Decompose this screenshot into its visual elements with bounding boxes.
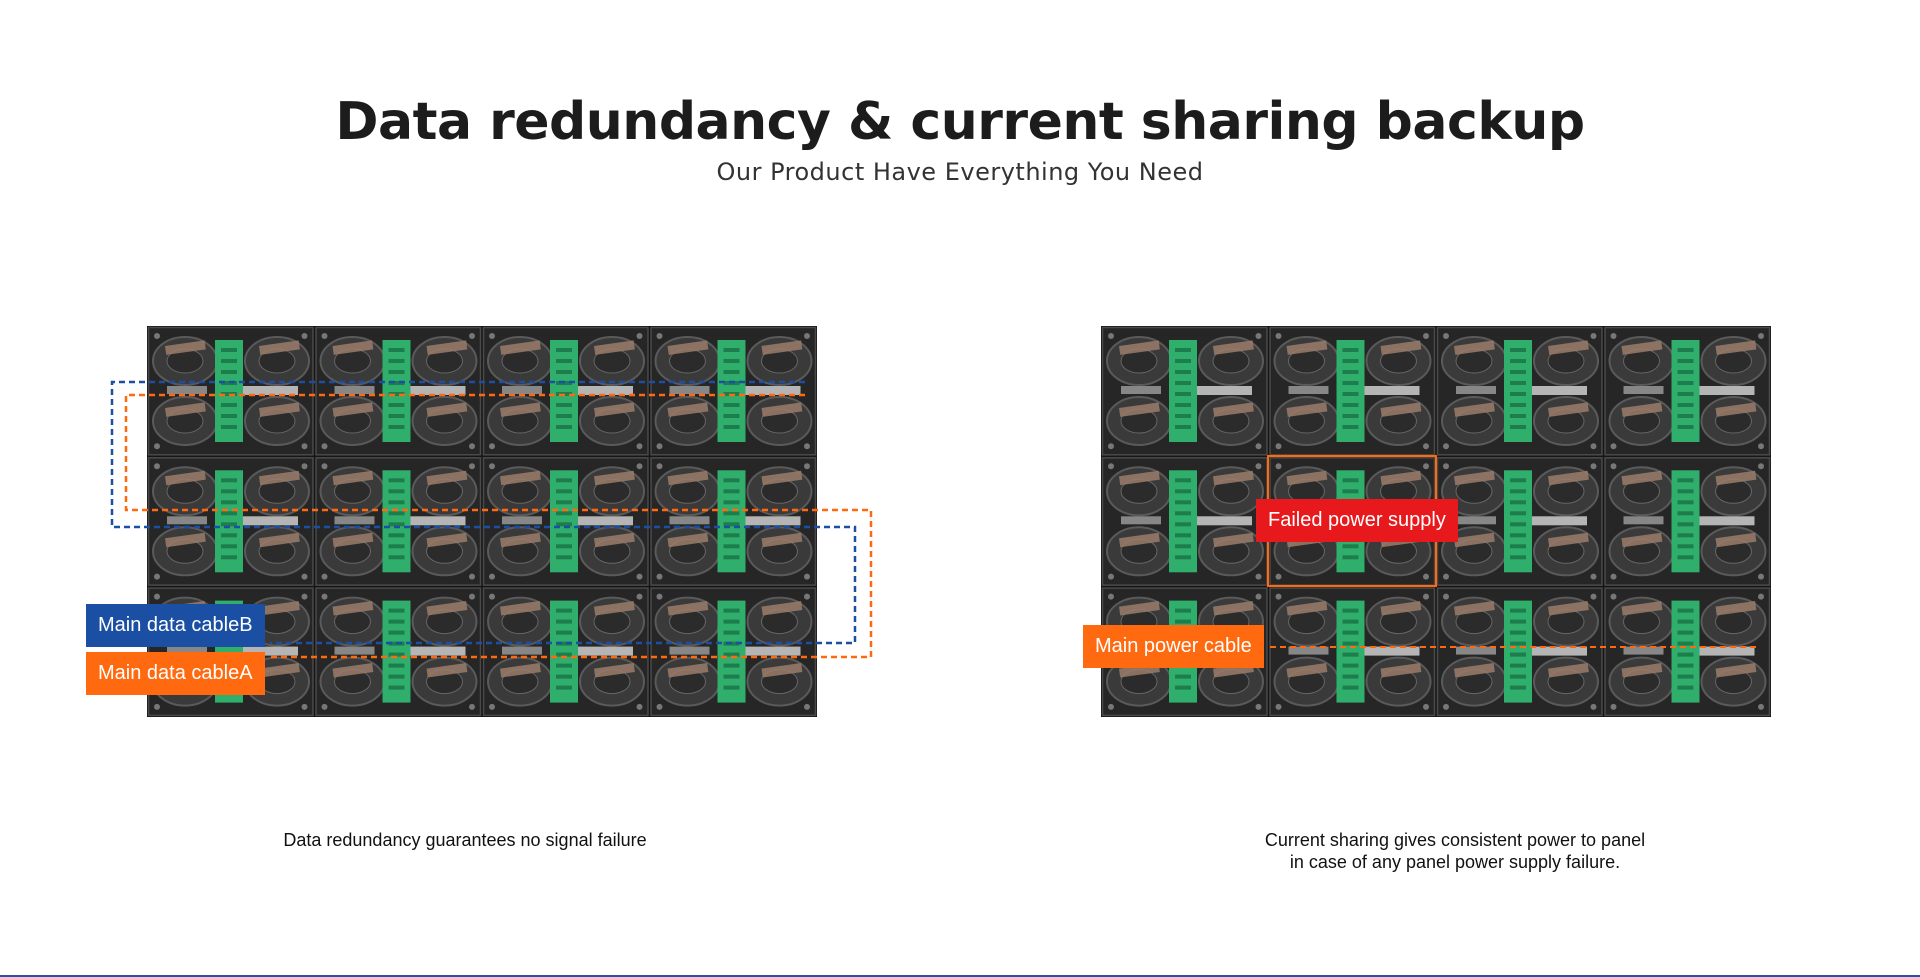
label-main-data-cable-b: Main data cableB — [86, 604, 265, 647]
label-main-power-cable: Main power cable — [1083, 625, 1264, 668]
bottom-divider — [0, 975, 1920, 977]
led-cabinet — [1269, 587, 1436, 717]
label-failed-power-supply: Failed power supply — [1256, 499, 1458, 542]
led-cabinet — [1604, 326, 1771, 456]
led-cabinet — [1604, 587, 1771, 717]
led-cabinet — [1436, 587, 1603, 717]
caption-right-line1: Current sharing gives consistent power t… — [1264, 830, 1646, 850]
led-cabinet — [650, 587, 817, 717]
led-cabinet — [1101, 326, 1268, 456]
led-cabinet — [482, 587, 649, 717]
led-cabinet — [315, 457, 482, 586]
led-cabinet — [1436, 326, 1603, 456]
label-main-data-cable-a: Main data cableA — [86, 652, 265, 695]
led-cabinet — [1269, 326, 1436, 456]
led-cabinet — [1436, 457, 1603, 586]
caption-right-line2: in case of any panel power supply failur… — [1289, 852, 1621, 872]
led-cabinet — [482, 326, 649, 456]
led-cabinet — [147, 326, 314, 456]
led-cabinet — [650, 326, 817, 456]
caption-left: Data redundancy guarantees no signal fai… — [283, 830, 647, 850]
caption-right: Current sharing gives consistent power t… — [1100, 829, 1810, 873]
led-cabinet — [650, 457, 817, 586]
led-cabinet — [1101, 457, 1268, 586]
led-cabinet — [315, 587, 482, 717]
led-cabinet — [147, 457, 314, 586]
led-cabinet — [482, 457, 649, 586]
page-title: Data redundancy & current sharing backup — [335, 92, 1585, 152]
page-subtitle: Our Product Have Everything You Need — [716, 158, 1204, 186]
led-cabinet — [315, 326, 482, 456]
led-cabinet — [1604, 457, 1771, 586]
